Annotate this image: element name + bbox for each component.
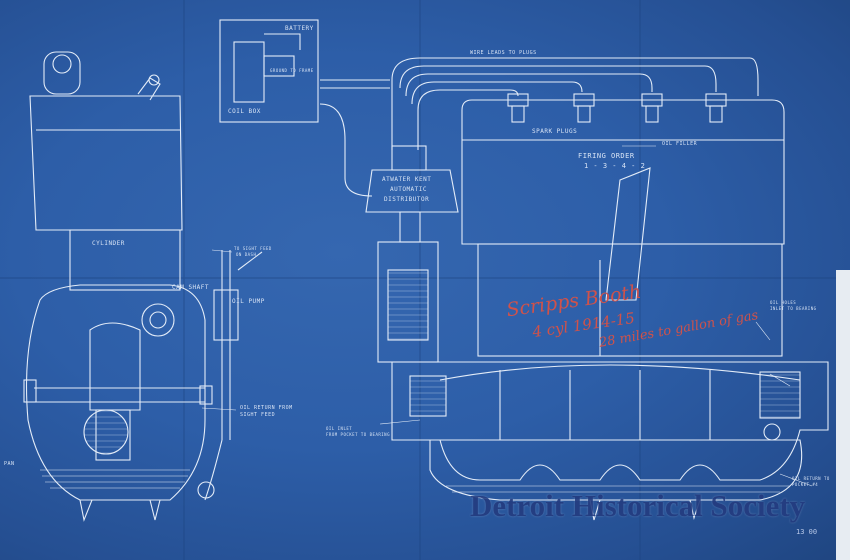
battery-label: BATTERY <box>285 25 314 32</box>
oil-return-pocket-2: POCKET #4 <box>792 482 819 487</box>
firing-order-title: FIRING ORDER <box>578 152 635 160</box>
oil-pump-label: OIL PUMP <box>232 298 265 305</box>
watermark-text: Detroit Historical Society <box>470 488 806 523</box>
pan-label: PAN <box>4 461 15 467</box>
catalog-stamp: 13 00 <box>796 528 818 536</box>
oil-return-sight-feed-2: SIGHT FEED <box>240 412 276 418</box>
to-sight-feed-label: TO SIGHT FEED <box>234 246 272 251</box>
cylinder-label: CYLINDER <box>92 240 125 247</box>
oil-holes-label-1: OIL HOLES <box>770 300 797 305</box>
cam-shaft-label: CAM SHAFT <box>172 284 210 291</box>
on-dash-label: ON DASH <box>236 252 257 257</box>
torn-paper-edge <box>836 270 850 560</box>
coil-box-label: COIL BOX <box>228 108 261 115</box>
oil-return-sight-feed-1: OIL RETURN FROM <box>240 405 293 411</box>
oil-filler-label: OIL FILLER <box>662 141 698 147</box>
distributor-label-2: AUTOMATIC <box>390 186 428 193</box>
oil-inlet-label-2: FROM POCKET TO BEARING <box>326 432 390 437</box>
engine-drawing <box>23 19 829 522</box>
wire-leads-label: WIRE LEADS TO PLUGS <box>470 50 537 56</box>
distributor-label-3: DISTRIBUTOR <box>384 196 430 203</box>
oil-return-pocket-1: OIL RETURN TO <box>792 476 830 481</box>
firing-order-value: 1 - 3 - 4 - 2 <box>584 162 646 170</box>
oil-inlet-label-1: OIL INLET <box>326 426 353 431</box>
distributor-label-1: ATWATER KENT <box>382 176 432 183</box>
oil-holes-label-2: INLET TO BEARING <box>770 306 817 311</box>
ground-to-frame-label: GROUND TO FRAME <box>270 68 314 73</box>
spark-plugs-label: SPARK PLUGS <box>532 128 578 135</box>
